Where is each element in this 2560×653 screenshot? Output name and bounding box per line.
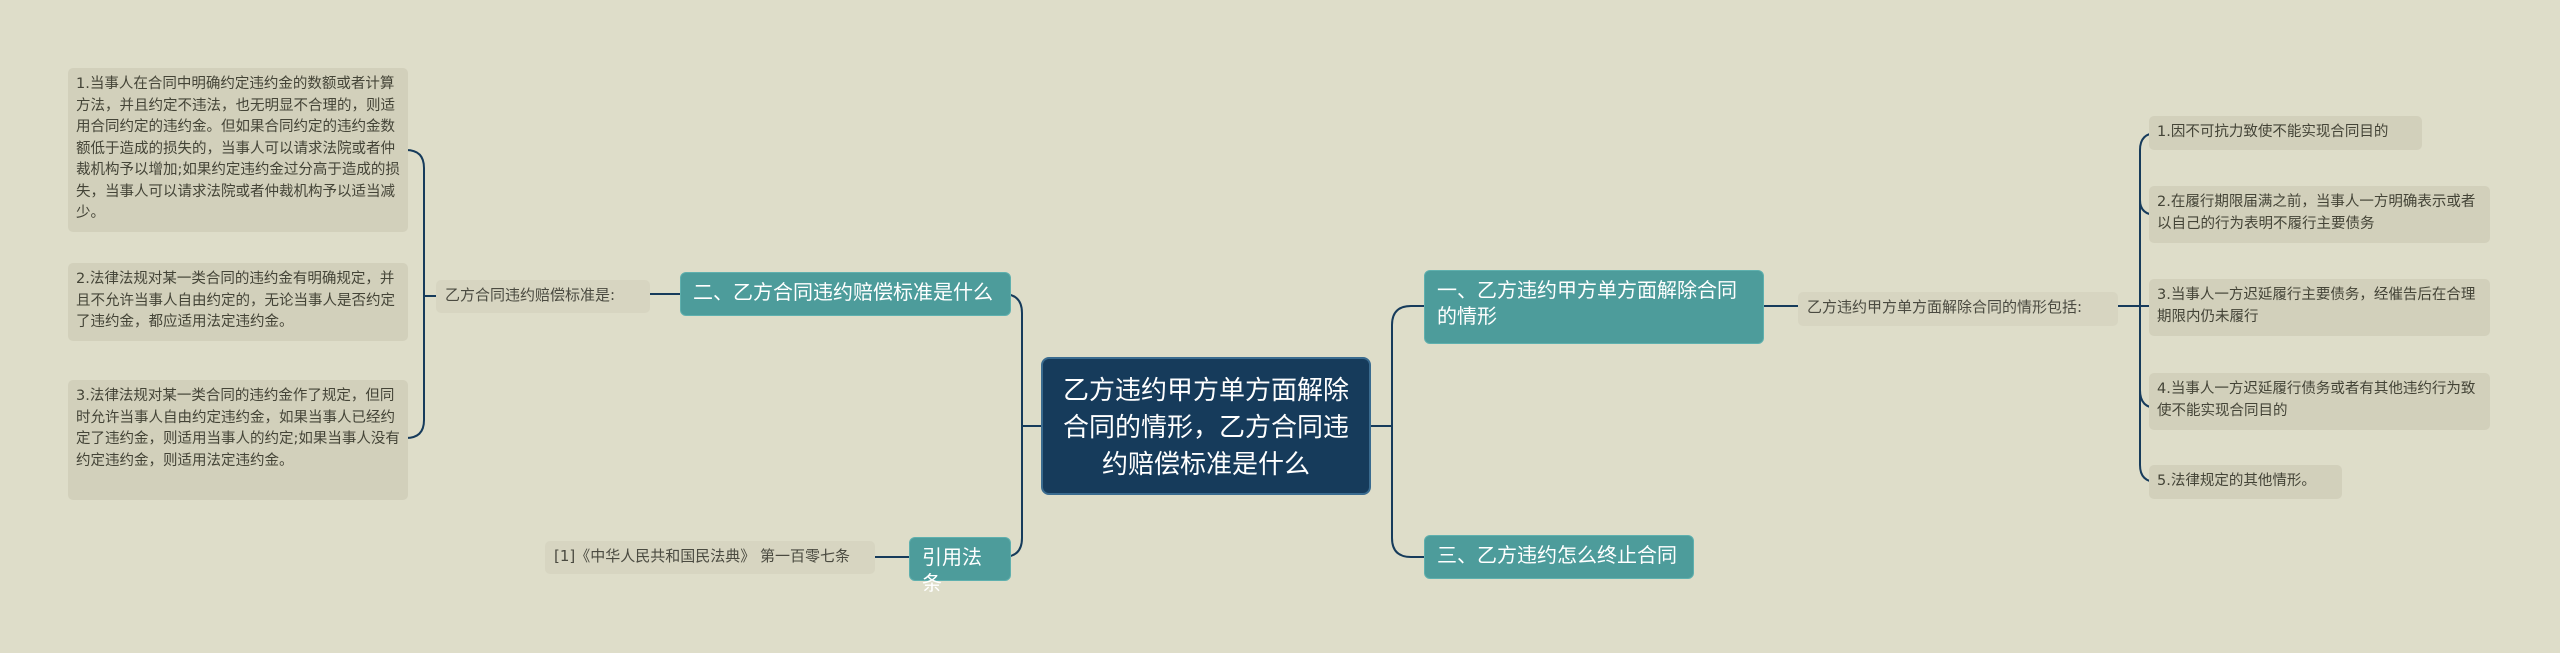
- branch-2-item-1[interactable]: 1.当事人在合同中明确约定违约金的数额或者计算方法，并且约定不违法，也无明显不合…: [68, 68, 408, 232]
- branch-2-item-2[interactable]: 2.法律法规对某一类合同的违约金有明确规定，并且不允许当事人自由约定的，无论当事…: [68, 263, 408, 341]
- branch-1-item-2[interactable]: 2.在履行期限届满之前，当事人一方明确表示或者以自己的行为表明不履行主要债务: [2149, 186, 2490, 243]
- branch-2-topic[interactable]: 二、乙方合同违约赔偿标准是什么: [680, 272, 1011, 316]
- branch-2-item-1-label: 1.当事人在合同中明确约定违约金的数额或者计算方法，并且约定不违法，也无明显不合…: [76, 76, 400, 221]
- branch-1-subtopic-label: 乙方违约甲方单方面解除合同的情形包括:: [1807, 298, 2083, 316]
- connector-leftsub-items: [405, 149, 436, 439]
- branch-3-label: 三、乙方违约怎么终止合同: [1437, 543, 1677, 567]
- root-topic-label: 乙方违约甲方单方面解除合同的情形，乙方合同违约赔偿标准是什么: [1062, 376, 1349, 480]
- branch-1-item-4-label: 4.当事人一方迟延履行债务或者有其他违约行为致使不能实现合同目的: [2157, 381, 2476, 419]
- branch-2-item-3-label: 3.法律法规对某一类合同的违约金作了规定，但同时允许当事人自由约定违约金，如果当…: [76, 388, 400, 469]
- branch-2-subtopic-label: 乙方合同违约赔偿标准是:: [445, 286, 616, 304]
- branch-1-item-1-label: 1.因不可抗力致使不能实现合同目的: [2157, 124, 2389, 140]
- branch-3-topic[interactable]: 三、乙方违约怎么终止合同: [1424, 535, 1694, 579]
- branch-2-label: 二、乙方合同违约赔偿标准是什么: [693, 280, 993, 304]
- cite-topic[interactable]: 引用法条: [909, 537, 1011, 595]
- branch-1-item-2-label: 2.在履行期限届满之前，当事人一方明确表示或者以自己的行为表明不履行主要债务: [2157, 194, 2476, 232]
- connector-right-trunk: [1391, 305, 1424, 558]
- branch-2-item-2-label: 2.法律法规对某一类合同的违约金有明确规定，并且不允许当事人自由约定的，无论当事…: [76, 271, 395, 330]
- branch-1-item-3-label: 3.当事人一方迟延履行主要债务，经催告后在合理期限内仍未履行: [2157, 287, 2476, 325]
- cite-item[interactable]: [1]《中华人民共和国民法典》 第一百零七条: [545, 541, 875, 574]
- branch-1-item-1[interactable]: 1.因不可抗力致使不能实现合同目的: [2149, 116, 2422, 150]
- branch-1-subtopic[interactable]: 乙方违约甲方单方面解除合同的情形包括:: [1798, 292, 2118, 326]
- branch-1-item-4[interactable]: 4.当事人一方迟延履行债务或者有其他违约行为致使不能实现合同目的: [2149, 373, 2490, 430]
- connector-left-trunk: [1002, 293, 1023, 558]
- cite-topic-label: 引用法条: [922, 545, 982, 595]
- branch-2-item-3[interactable]: 3.法律法规对某一类合同的违约金作了规定，但同时允许当事人自由约定违约金，如果当…: [68, 380, 408, 500]
- root-topic[interactable]: 乙方违约甲方单方面解除合同的情形，乙方合同违约赔偿标准是什么: [1041, 357, 1371, 495]
- branch-1-topic[interactable]: 一、乙方违约甲方单方面解除合同的情形: [1424, 270, 1764, 344]
- branch-2-subtopic[interactable]: 乙方合同违约赔偿标准是:: [436, 280, 650, 313]
- branch-1-label: 一、乙方违约甲方单方面解除合同的情形: [1437, 278, 1737, 328]
- branch-1-item-3[interactable]: 3.当事人一方迟延履行主要债务，经催告后在合理期限内仍未履行: [2149, 279, 2490, 336]
- cite-item-label: [1]《中华人民共和国民法典》 第一百零七条: [554, 547, 851, 565]
- branch-1-item-5[interactable]: 5.法律规定的其他情形。: [2149, 465, 2342, 499]
- branch-1-item-5-label: 5.法律规定的其他情形。: [2157, 473, 2316, 489]
